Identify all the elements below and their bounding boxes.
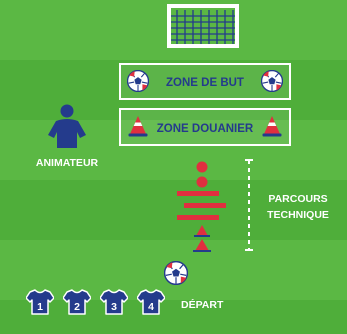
player-number: 3: [111, 301, 117, 313]
player-number: 1: [37, 301, 43, 313]
player-number: 2: [74, 301, 80, 313]
marker-dot: [197, 177, 208, 188]
hurdle-bar: [184, 203, 226, 208]
goal-zone: ZONE DE BUT: [120, 64, 290, 99]
start-label: DÉPART: [181, 298, 224, 311]
coach-label: ANIMATEUR: [36, 157, 99, 169]
course-label-line2: TECHNIQUE: [267, 209, 329, 221]
defender-zone-label: ZONE DOUANIER: [157, 123, 254, 135]
defender-zone: ZONE DOUANIER: [120, 109, 290, 145]
ball-icon: [128, 71, 149, 92]
ball-icon: [165, 262, 188, 285]
ball-icon: [262, 71, 283, 92]
goal-zone-label: ZONE DE BUT: [166, 77, 244, 89]
marker-dot: [197, 162, 208, 173]
hurdle-bar: [177, 215, 219, 220]
course-label-line1: PARCOURS: [268, 193, 327, 205]
hurdle-bar: [177, 191, 219, 196]
player-number: 4: [148, 301, 154, 313]
